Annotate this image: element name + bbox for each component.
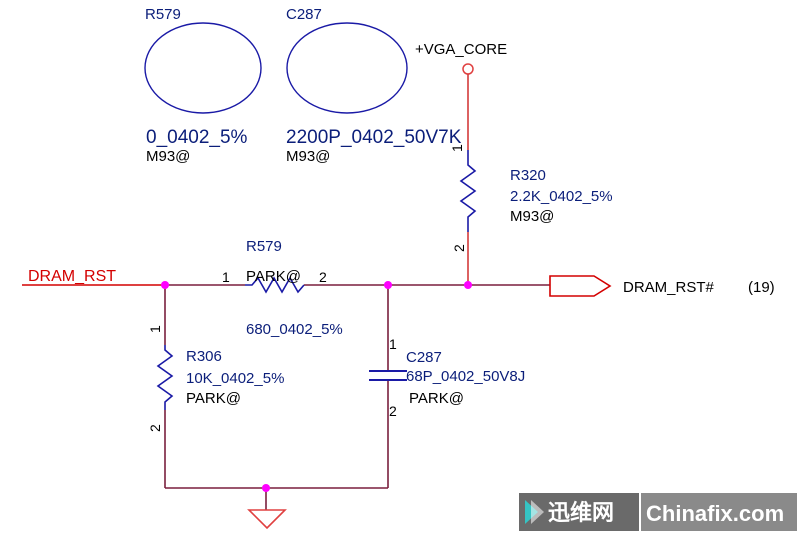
r306-value: 10K_0402_5% <box>186 370 284 387</box>
watermark-en-box <box>641 493 797 531</box>
c287-placeholder: C287 2200P_0402_50V7K M93@ <box>286 6 462 165</box>
r306-symbol <box>156 345 174 410</box>
r579-placeholder-variant: M93@ <box>146 148 190 165</box>
ground-icon <box>247 509 287 530</box>
r579-placeholder-value: 0_0402_5% <box>146 127 248 148</box>
junction-dot <box>262 484 270 492</box>
r579-placeholder-ref: R579 <box>145 6 181 23</box>
c287-placeholder-outline <box>286 22 408 114</box>
r579-resistor: R579 1 PARK@ 2 680_0402_5% <box>222 238 343 338</box>
r579-pin2: 2 <box>319 269 327 285</box>
c287-ref: C287 <box>406 349 442 366</box>
output-net-label: DRAM_RST# <box>623 279 715 296</box>
ground-net <box>165 487 388 530</box>
c287-placeholder-variant: M93@ <box>286 148 330 165</box>
r306-resistor: 1 2 R306 10K_0402_5% PARK@ <box>147 285 284 488</box>
r306-ref: R306 <box>186 348 222 365</box>
c287-value: 68P_0402_50V8J <box>406 368 525 385</box>
dram-rst-net: DRAM_RST <box>22 268 550 286</box>
r579-pin1: 1 <box>222 269 230 285</box>
r579-symbol <box>245 276 305 294</box>
power-port-symbol <box>462 63 474 75</box>
c287-pin2: 2 <box>389 403 397 419</box>
r306-pin2: 2 <box>147 424 163 432</box>
r306-variant: PARK@ <box>186 390 241 407</box>
junction-dot <box>161 281 169 289</box>
watermark: 迅维网 Chinafix.com <box>519 493 797 531</box>
watermark-cn-text: 迅维网 <box>548 500 614 525</box>
watermark-logo-icon <box>531 500 544 524</box>
r320-pin1: 1 <box>449 144 465 152</box>
power-label: +VGA_CORE <box>415 41 507 58</box>
r320-variant: M93@ <box>510 208 554 225</box>
c287-placeholder-ref: C287 <box>286 6 322 23</box>
dram-rst-output-port: DRAM_RST# (19) <box>549 275 775 297</box>
vga-core-power: +VGA_CORE <box>415 41 507 150</box>
c287-pin1: 1 <box>389 336 397 352</box>
r320-ref: R320 <box>510 167 546 184</box>
r320-pin2: 2 <box>451 244 467 252</box>
r320-symbol <box>459 150 477 232</box>
junction-dot <box>384 281 392 289</box>
c287-placeholder-value: 2200P_0402_50V7K <box>286 127 462 148</box>
output-page-ref: (19) <box>748 279 775 296</box>
r579-placeholder: R579 0_0402_5% M93@ <box>144 6 262 165</box>
output-port-symbol <box>549 275 612 297</box>
watermark-en-text: Chinafix.com <box>646 501 784 526</box>
c287-capacitor: 1 2 C287 68P_0402_50V8J PARK@ <box>369 285 525 488</box>
junction-dot <box>464 281 472 289</box>
r579-ref: R579 <box>246 238 282 255</box>
r579-variant: PARK@ <box>246 268 301 285</box>
r306-pin1: 1 <box>147 325 163 333</box>
r579-value: 680_0402_5% <box>246 321 343 338</box>
input-net-label: DRAM_RST <box>28 268 116 285</box>
r579-placeholder-outline <box>144 22 262 114</box>
r320-resistor: 1 2 R320 2.2K_0402_5% M93@ <box>449 144 613 285</box>
r320-value: 2.2K_0402_5% <box>510 188 613 205</box>
c287-variant: PARK@ <box>409 390 464 407</box>
